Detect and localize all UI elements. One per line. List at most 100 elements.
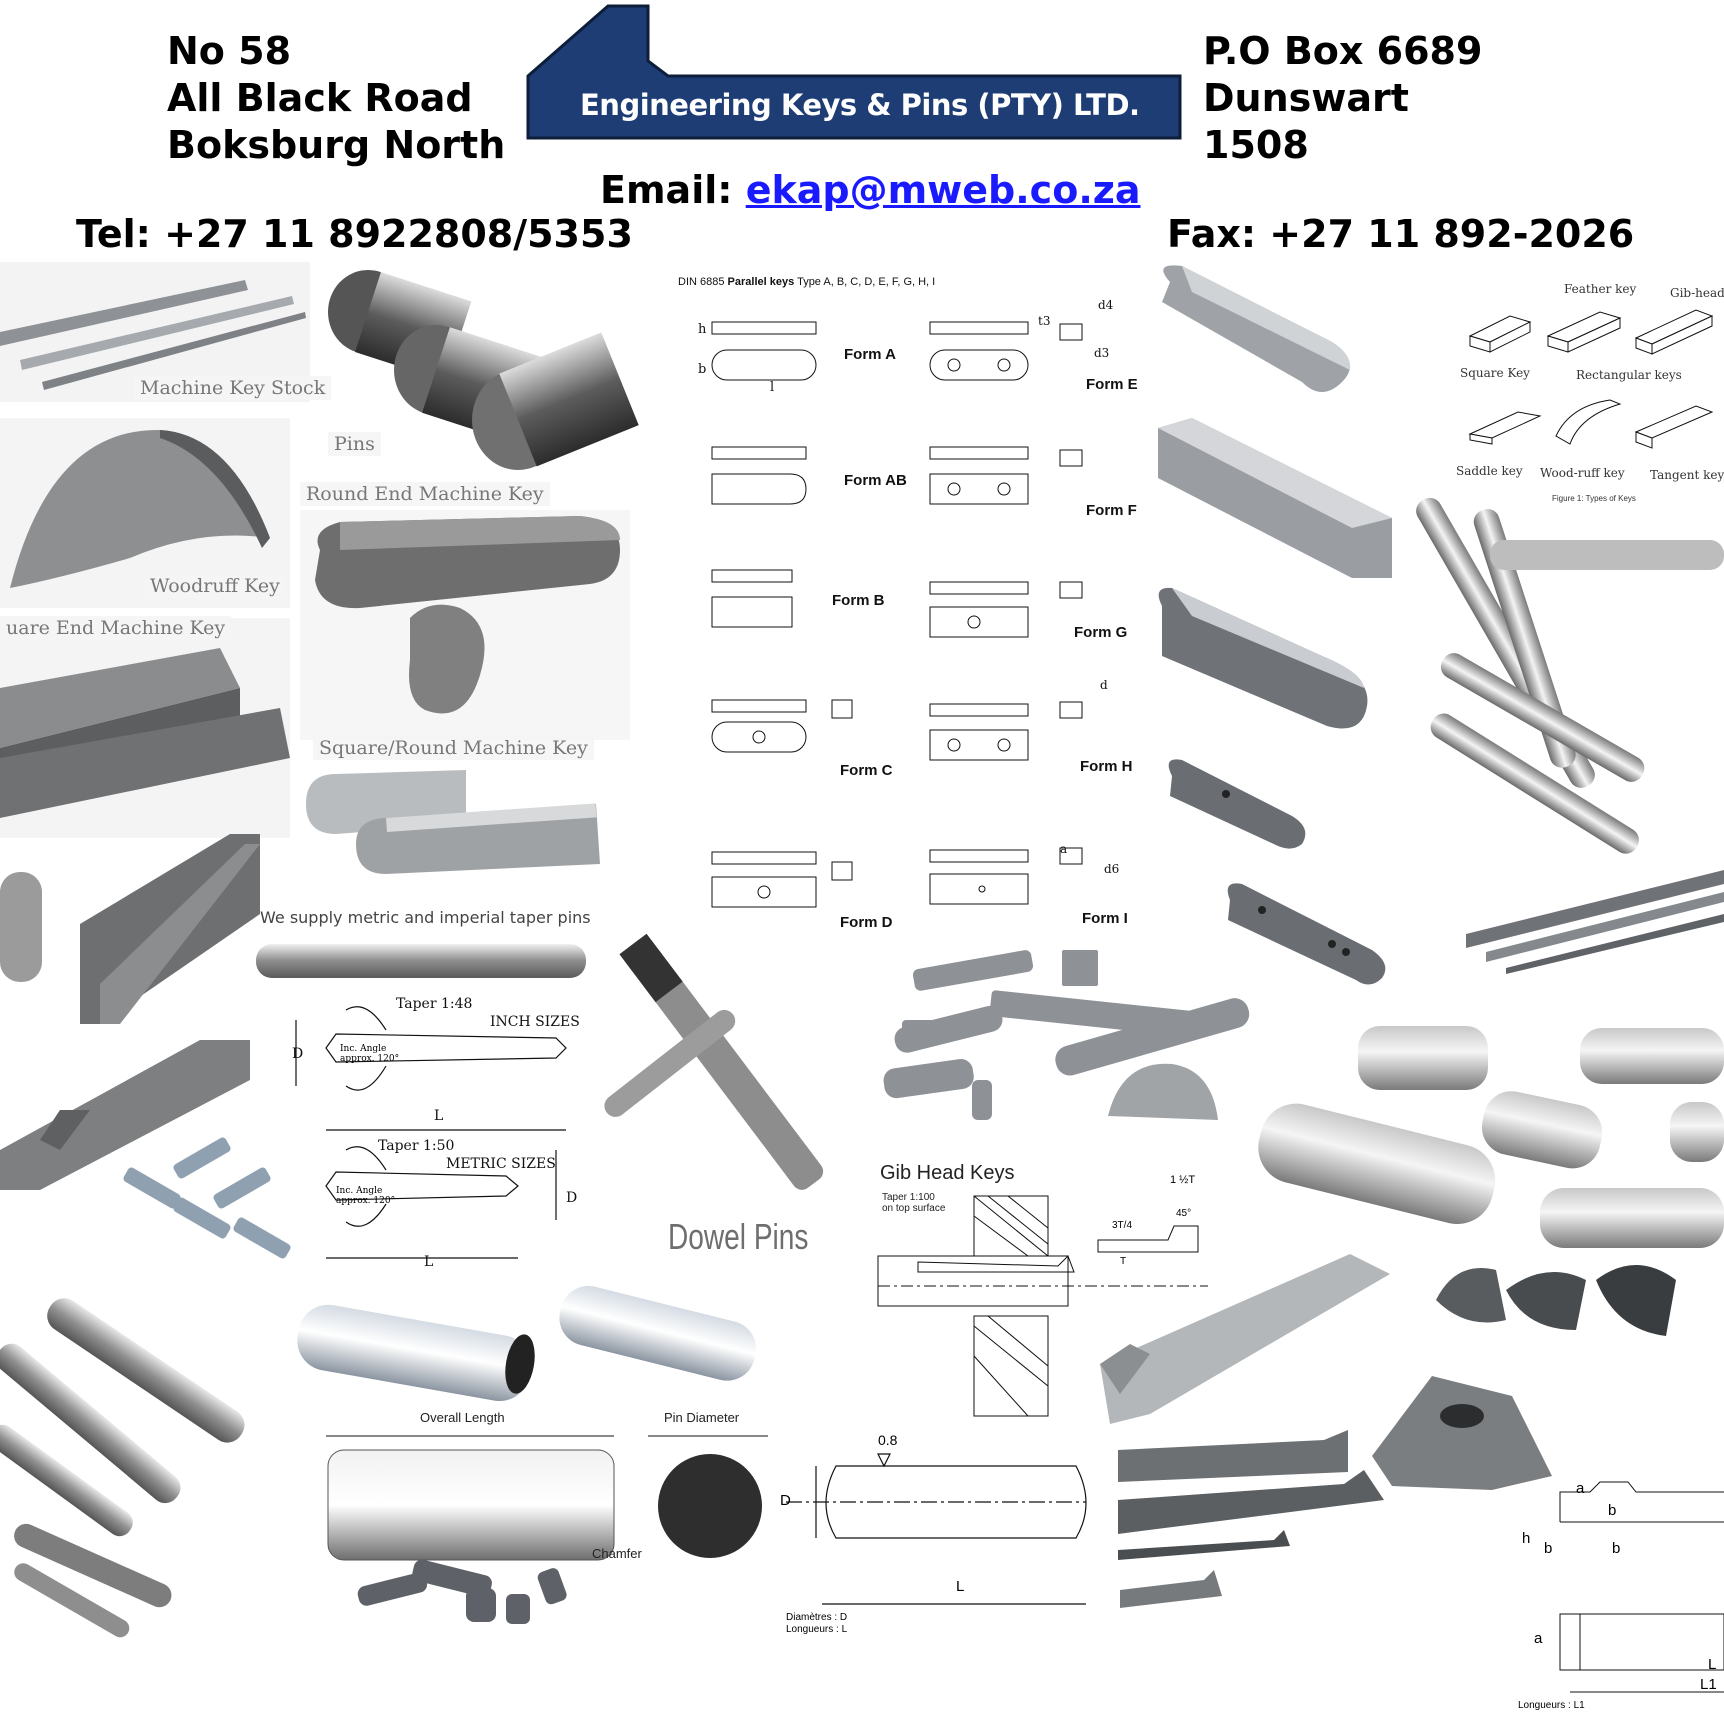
email-link[interactable]: ekap@mweb.co.za	[745, 168, 1141, 212]
form-ab-label: Form AB	[844, 472, 907, 489]
inch-d-label: D	[292, 1046, 304, 1062]
form-g-label: Form G	[1074, 624, 1128, 641]
pin-legend: Diamètres : D Longueurs : L	[786, 1612, 847, 1636]
gib-section-a-side: a	[1534, 1630, 1543, 1647]
din-title-prefix: DIN 6885	[678, 276, 725, 288]
dim-a-label: a	[1060, 842, 1068, 856]
woodruff-key-type-label: Wood-ruff key	[1540, 466, 1625, 480]
gib-section-h: h	[1522, 1530, 1531, 1547]
t-slot-nut-photo	[1372, 1376, 1552, 1490]
company-logo	[526, 4, 1182, 140]
inch-l-label: L	[434, 1108, 444, 1124]
round-end-key-photo	[300, 510, 630, 740]
threaded-pins-photo	[0, 1298, 245, 1638]
inc-angle-approx: approx. 120°	[340, 1054, 400, 1064]
gib-head-keys-diagram	[877, 1195, 1208, 1417]
inc-angle-approx: approx. 120°	[336, 1196, 396, 1206]
inc-angle-line: Inc. Angle	[340, 1044, 387, 1054]
tangent-key-label: Tangent key	[1650, 468, 1724, 482]
pin-legend-diameter: Diamètres : D	[786, 1612, 848, 1623]
gib-section-b-left: b	[1544, 1540, 1553, 1557]
dim-b-label: b	[698, 362, 707, 377]
saddle-key-label: Saddle key	[1456, 464, 1523, 478]
din-forms-drawing	[711, 321, 1083, 908]
overall-length-label: Overall Length	[420, 1410, 505, 1425]
gib-dim-angle: 45°	[1176, 1208, 1192, 1219]
postal-address: P.O Box 6689 Dunswart 1508	[1203, 28, 1482, 169]
form-b-label: Form B	[832, 592, 885, 609]
gib-head-key-photo	[1100, 1254, 1390, 1424]
form-f-label: Form F	[1086, 502, 1137, 519]
dim-d-label: d	[1100, 678, 1108, 692]
square-key-render	[1158, 418, 1392, 578]
form-i-label: Form I	[1082, 910, 1128, 927]
dowel-pin-diagram	[326, 1435, 768, 1561]
inch-sizes-label: INCH SIZES	[490, 1014, 580, 1030]
round-end-key-label: Round End Machine Key	[300, 482, 550, 506]
chamfer-label: Chamfer	[592, 1546, 642, 1561]
dim-l-label: l	[770, 380, 775, 395]
form-a-label: Form A	[844, 346, 896, 363]
taper-pins-note: We supply metric and imperial taper pins	[260, 908, 591, 927]
pins-photo	[328, 270, 639, 470]
gib-section-l: L	[1708, 1656, 1717, 1673]
dowel-pin-photos	[297, 1285, 757, 1402]
company-address: No 58 All Black Road Boksburg North	[167, 28, 505, 169]
dim-d3-label: d3	[1094, 346, 1110, 360]
form-h-label: Form H	[1080, 758, 1133, 775]
address-line: All Black Road	[167, 76, 473, 120]
dim-t3-label: t3	[1038, 314, 1051, 328]
gib-section-legend: Longueurs : L1	[1518, 1700, 1585, 1711]
square-key-label: Square Key	[1460, 366, 1530, 380]
pin-legend-length: Longueurs : L	[786, 1624, 848, 1635]
din-chart-title: DIN 6885 Parallel keys Type A, B, C, D, …	[678, 276, 935, 288]
key-types-drawing	[1468, 309, 1714, 449]
gib-dim-bottom: T	[1120, 1256, 1127, 1267]
taper-pin-photo	[256, 944, 586, 978]
postal-line: P.O Box 6689	[1203, 29, 1483, 73]
gib-head-key-set-photo	[1118, 1430, 1384, 1608]
square-end-key-label: uare End Machine Key	[0, 616, 232, 640]
gib-taper-surface: on top surface	[882, 1203, 946, 1214]
email-line: Email: ekap@mweb.co.za	[600, 168, 1141, 212]
roughness-label: 0.8	[878, 1432, 898, 1448]
pin-l-label: L	[956, 1578, 965, 1595]
pin-diameter-label: Pin Diameter	[664, 1410, 740, 1425]
inc-angle-line: Inc. Angle	[336, 1186, 383, 1196]
inch-angle-note: Inc. Angle approx. 120°	[340, 1044, 399, 1064]
round-end-key-render	[1162, 265, 1351, 392]
gib-head-keys-title: Gib Head Keys	[880, 1162, 1015, 1184]
metric-sizes-label: METRIC SIZES	[446, 1156, 556, 1172]
dim-h-label: h	[698, 322, 707, 337]
dim-d6-label: d6	[1104, 862, 1120, 876]
key-stock-bars-photo	[1466, 870, 1724, 974]
fax: Fax: +27 11 892-2026	[1167, 212, 1635, 256]
assorted-keys-photo	[883, 950, 1250, 1120]
dowel-pins-photo	[604, 933, 824, 1190]
dim-d4-label: d4	[1098, 298, 1114, 312]
inch-taper-label: Taper 1:48	[396, 996, 473, 1012]
form-c-label: Form C	[840, 762, 893, 779]
metric-taper-label: Taper 1:50	[378, 1138, 455, 1154]
metric-d-label: D	[566, 1190, 578, 1206]
pins-label: Pins	[328, 432, 381, 456]
gib-head-section-drawing	[1559, 1481, 1724, 1693]
pin-dimension-drawing	[786, 1453, 1087, 1605]
gib-section-a: a	[1576, 1480, 1585, 1497]
address-line: Boksburg North	[167, 123, 506, 167]
gib-dim-left: 3T/4	[1112, 1220, 1133, 1231]
cross-pin-keys-photo	[123, 1137, 291, 1259]
woodruff-key-label: Woodruff Key	[144, 574, 286, 598]
company-logo-text: Engineering Keys & Pins (PTY) LTD.	[580, 88, 1140, 122]
rectangular-keys-label: Rectangular keys	[1576, 368, 1682, 382]
gib-taper-ratio: Taper 1:100	[882, 1192, 935, 1203]
metric-l-label: L	[424, 1254, 434, 1270]
din-6885-chart: DIN 6885 Parallel keys Type A, B, C, D, …	[662, 262, 1146, 940]
pin-end-photo	[0, 872, 42, 982]
steel-pins-photo	[1416, 497, 1724, 854]
telephone: Tel: +27 11 8922808/5353	[76, 212, 633, 256]
dowel-pin-group-photo	[1258, 1026, 1724, 1248]
form-d-label: Form D	[840, 914, 893, 931]
feather-key-label: Feather key	[1564, 282, 1637, 296]
gib-section-b-top: b	[1608, 1502, 1617, 1519]
